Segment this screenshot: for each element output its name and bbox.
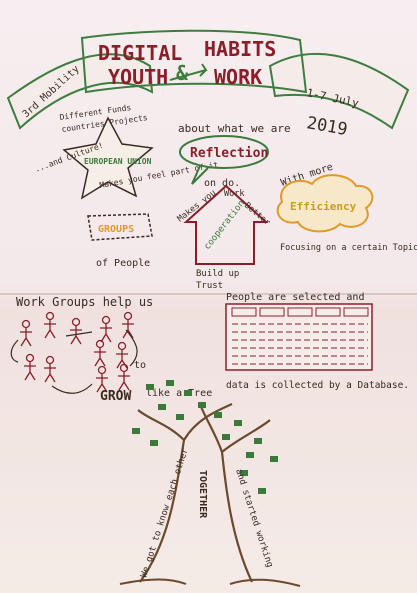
database-section: People are selected and data is collecte… bbox=[225, 292, 409, 391]
tree-trunk bbox=[137, 402, 271, 583]
arrow-cooperation: cooperation bbox=[202, 199, 247, 252]
title-work: WORK bbox=[214, 65, 262, 89]
arrow-build: Build up bbox=[196, 269, 239, 279]
person-figure bbox=[44, 355, 56, 383]
groups-label: GROUPS bbox=[98, 224, 134, 235]
person-figure bbox=[122, 311, 134, 339]
person-figure bbox=[24, 353, 36, 381]
person-figure bbox=[116, 341, 128, 369]
arrow-trust: Trust bbox=[196, 281, 223, 291]
reflection-about: about what we are bbox=[178, 122, 291, 135]
person-figure bbox=[100, 315, 112, 343]
arrow-work: Work bbox=[224, 189, 244, 199]
work-groups-to: to bbox=[134, 360, 146, 371]
leaf bbox=[222, 434, 230, 440]
tree-roots bbox=[119, 578, 301, 587]
title-arrow bbox=[169, 63, 208, 81]
person-figure bbox=[96, 365, 108, 393]
title-block: DIGITAL HABITS YOUTH & WORK 3rd Mobility… bbox=[6, 29, 410, 140]
person-figure bbox=[94, 339, 106, 367]
title-amp: & bbox=[176, 61, 189, 85]
efficiency-cloud bbox=[276, 174, 374, 233]
leaf bbox=[146, 384, 154, 390]
db-rows bbox=[232, 323, 368, 365]
database-title: People are selected and bbox=[226, 292, 364, 303]
up-arrow bbox=[183, 184, 269, 265]
banner-ribbon bbox=[6, 53, 154, 130]
tree-section: We got to know each other TOGETHER and s… bbox=[119, 380, 301, 587]
eu-star bbox=[62, 116, 154, 200]
db-header-cell bbox=[259, 307, 285, 317]
db-header-cell bbox=[343, 307, 369, 317]
leaf bbox=[254, 438, 262, 444]
title-habits: HABITS bbox=[204, 37, 276, 61]
eu-star-label: EUROPEAN UNION bbox=[84, 157, 152, 166]
leaf bbox=[234, 420, 242, 426]
banner-ribbon-right bbox=[268, 52, 410, 130]
leaf bbox=[246, 452, 254, 458]
leaf bbox=[184, 390, 192, 396]
leaf bbox=[240, 470, 248, 476]
leaf bbox=[158, 404, 166, 410]
leaf bbox=[150, 440, 158, 446]
leaf bbox=[132, 428, 140, 434]
work-groups-title: Work Groups help us bbox=[16, 295, 153, 309]
like-a-tree: like a Tree bbox=[146, 388, 212, 399]
reflection-bubble-tail bbox=[191, 165, 209, 185]
title-digital: DIGITAL bbox=[98, 41, 182, 65]
reflection-on-do: on do. bbox=[204, 178, 240, 189]
grow-label: GROW bbox=[100, 389, 131, 404]
title-youth: YOUTH bbox=[108, 65, 168, 89]
groups-box bbox=[87, 213, 153, 241]
db-header-cell bbox=[231, 307, 257, 317]
leaf bbox=[214, 412, 222, 418]
arrow-makes-you: Makes you bbox=[176, 188, 218, 224]
banner-year: 2019 bbox=[305, 113, 349, 140]
leaf bbox=[166, 380, 174, 386]
person-figure bbox=[44, 311, 56, 339]
work-groups-section: Work Groups help us to GROW like a Tree bbox=[10, 295, 212, 404]
people-figures bbox=[20, 311, 134, 393]
focusing-label: Focusing on a certain Topic bbox=[280, 243, 417, 253]
paper-fold bbox=[0, 293, 417, 295]
reflection-bubble bbox=[179, 135, 269, 169]
database-caption-1: data is collected by a Database. bbox=[226, 380, 409, 391]
leaf bbox=[258, 488, 266, 494]
arrow-section: Makes you Work Better cooperation Build … bbox=[176, 184, 272, 291]
group-arrows bbox=[10, 329, 138, 394]
tree-right-text: and started working bbox=[233, 468, 274, 569]
title-frame bbox=[80, 29, 308, 94]
leaf bbox=[176, 414, 184, 420]
tree-left-text: We got to know each other bbox=[139, 446, 191, 578]
tree-together: TOGETHER bbox=[197, 470, 208, 519]
leaf bbox=[270, 456, 278, 462]
efficiency-label: Efficiency bbox=[290, 200, 357, 213]
db-header-cell bbox=[315, 307, 341, 317]
person-figure bbox=[70, 317, 82, 345]
leaf bbox=[198, 402, 206, 408]
tree-leaves bbox=[132, 380, 278, 494]
reflection-label: Reflection bbox=[190, 146, 268, 161]
database-grid bbox=[231, 307, 369, 365]
database-table bbox=[225, 303, 373, 371]
db-header-cell bbox=[287, 307, 313, 317]
people-label: of People bbox=[96, 258, 150, 269]
person-figure bbox=[118, 363, 130, 391]
person-figure bbox=[20, 319, 32, 347]
